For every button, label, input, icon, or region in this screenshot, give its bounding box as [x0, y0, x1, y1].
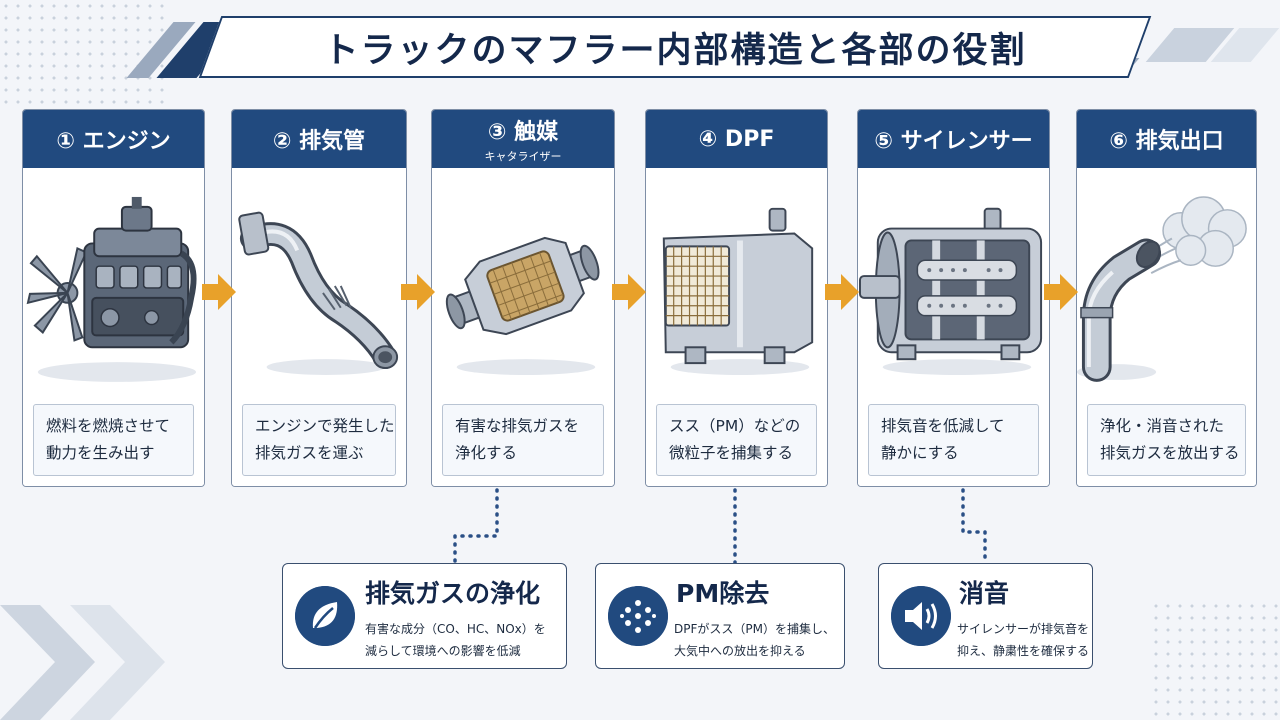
catalytic-converter-icon [445, 236, 600, 375]
step-header: ④ DPF [646, 110, 827, 168]
step-title: ① エンジン [56, 129, 171, 154]
step-header: ③ 触媒 キャタライザー [432, 110, 614, 168]
step-card-silencer: ⑤ サイレンサー 排気音を低減して [857, 109, 1050, 487]
engine-icon [26, 196, 197, 382]
step-header: ① エンジン [23, 110, 204, 168]
leaf-icon [295, 586, 355, 646]
flow-arrow-2 [401, 274, 435, 310]
info-box-exhaust-purification: 排気ガスの浄化 有害な成分（CO、HC、NOx）を 減らして環境への影響を低減 [282, 563, 567, 669]
step-subtitle: キャタライザー [484, 150, 562, 163]
step-desc: 浄化・消音された 排気ガスを放出する [1087, 404, 1246, 476]
step-header: ② 排気管 [232, 110, 406, 168]
step-title: ② 排気管 [272, 129, 366, 154]
page-title: トラックのマフラー内部構造と各部の役割 [323, 30, 1027, 71]
step-card-dpf: ④ DPF スス（PM）などの 微粒子を捕集する [645, 109, 828, 487]
silencer-icon [858, 207, 1043, 376]
exhaust-outlet-icon [1077, 196, 1247, 382]
info-title: 排気ガスの浄化 [365, 579, 541, 608]
step-card-exhaust-outlet: ⑥ 排気出口 浄化・消音された 排気ガスを放出する [1076, 109, 1257, 487]
step-desc: 燃料を燃焼させて 動力を生み出す [33, 404, 194, 476]
particles-icon [608, 586, 668, 646]
info-title: PM除去 [676, 579, 770, 608]
step-header: ⑥ 排気出口 [1077, 110, 1256, 168]
info-box-pm-removal: PM除去 DPFがスス（PM）を捕集し、 大気中への放出を抑える [595, 563, 845, 669]
info-desc: サイレンサーが排気音を 抑え、静粛性を確保する [957, 622, 1090, 658]
step-title: ⑥ 排気出口 [1109, 129, 1224, 154]
exhaust-pipe-icon [238, 211, 399, 375]
step-desc: エンジンで発生した 排気ガスを運ぶ [242, 404, 396, 476]
step-desc: 排気音を低減して 静かにする [868, 404, 1039, 476]
dpf-filter-icon [662, 207, 814, 375]
step-title: ④ DPF [698, 126, 775, 152]
info-desc: 有害な成分（CO、HC、NOx）を 減らして環境への影響を低減 [365, 622, 546, 658]
info-box-noise-reduction: 消音 サイレンサーが排気音を 抑え、静粛性を確保する [878, 563, 1093, 669]
info-desc: DPFがスス（PM）を捕集し、 大気中への放出を抑える [674, 622, 835, 658]
flow-arrow-1 [202, 274, 236, 310]
step-desc: スス（PM）などの 微粒子を捕集する [656, 404, 817, 476]
info-title: 消音 [959, 579, 1010, 608]
flow-arrow-5 [1044, 274, 1078, 310]
step-card-exhaust-pipe: ② 排気管 エンジンで発生した 排気ガスを運ぶ [231, 109, 407, 487]
flow-arrow-3 [612, 274, 646, 310]
step-card-engine: ① エンジン 燃料を燃焼させて 動力を生み出 [22, 109, 205, 487]
dot-pattern-top-left [0, 0, 170, 110]
step-header: ⑤ サイレンサー [858, 110, 1049, 168]
step-title: ⑤ サイレンサー [874, 129, 1033, 154]
dot-pattern-bottom-right [1150, 600, 1280, 720]
decor-chevrons-bottom-left [0, 605, 165, 720]
step-title: ③ 触媒 [487, 120, 559, 145]
step-desc: 有害な排気ガスを 浄化する [442, 404, 604, 476]
flow-arrow-4 [825, 274, 859, 310]
speaker-icon [891, 586, 951, 646]
